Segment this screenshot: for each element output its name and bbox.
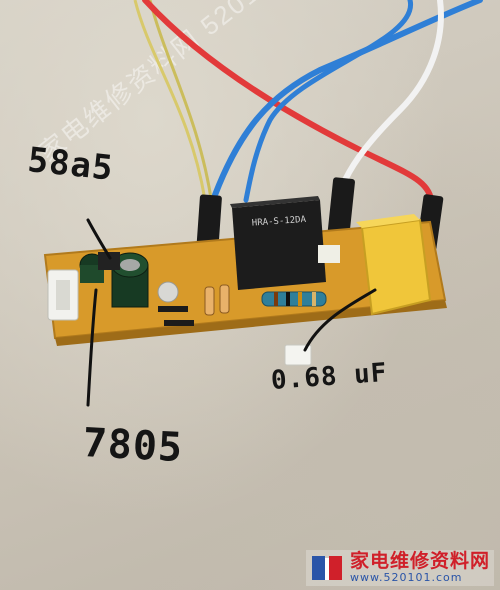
corner-watermark: 家电维修资料网 www.520101.com: [305, 550, 494, 586]
pointer-7805: [86, 288, 98, 407]
blue-wire-second: [243, 0, 413, 203]
x2-capacitor-top: [356, 214, 420, 228]
relay-marking: HRA-S-12DA: [252, 215, 307, 229]
regulator-7805: [98, 252, 120, 270]
watermark-url: www.520101.com: [349, 571, 463, 585]
relay-top: [230, 196, 320, 208]
relay-terminal: [318, 245, 340, 263]
glass-diode-2: [219, 284, 230, 314]
resistor-band-4: [312, 292, 316, 306]
resistor: [261, 291, 327, 307]
yellow-wire: [133, 0, 207, 201]
glass-diode-1: [204, 286, 215, 316]
resistor-band-2: [286, 292, 290, 306]
x2-capacitor: [360, 218, 432, 316]
large-capacitor-top: [120, 259, 140, 271]
diode-2: [164, 320, 194, 326]
heatshrink-white: [326, 177, 355, 244]
watermark-site-name: 家电维修资料网: [349, 551, 490, 573]
pointer-capacitor: [303, 288, 377, 352]
yellow-wire-2: [148, 0, 214, 206]
blue-wire-top: [212, 0, 483, 198]
relay: [232, 200, 326, 290]
red-wire: [142, 0, 435, 208]
diode-1: [158, 306, 188, 312]
book-icon: [311, 556, 342, 580]
resistor-band-1: [274, 292, 278, 306]
white-wire: [342, 0, 444, 183]
pointer-regulator: [86, 218, 112, 260]
regulator-label: 7805: [81, 420, 185, 472]
resistor-band-3: [298, 292, 302, 306]
pcb-edge: [55, 300, 447, 346]
buzzer: [157, 281, 179, 303]
connector-pins: [56, 280, 70, 310]
